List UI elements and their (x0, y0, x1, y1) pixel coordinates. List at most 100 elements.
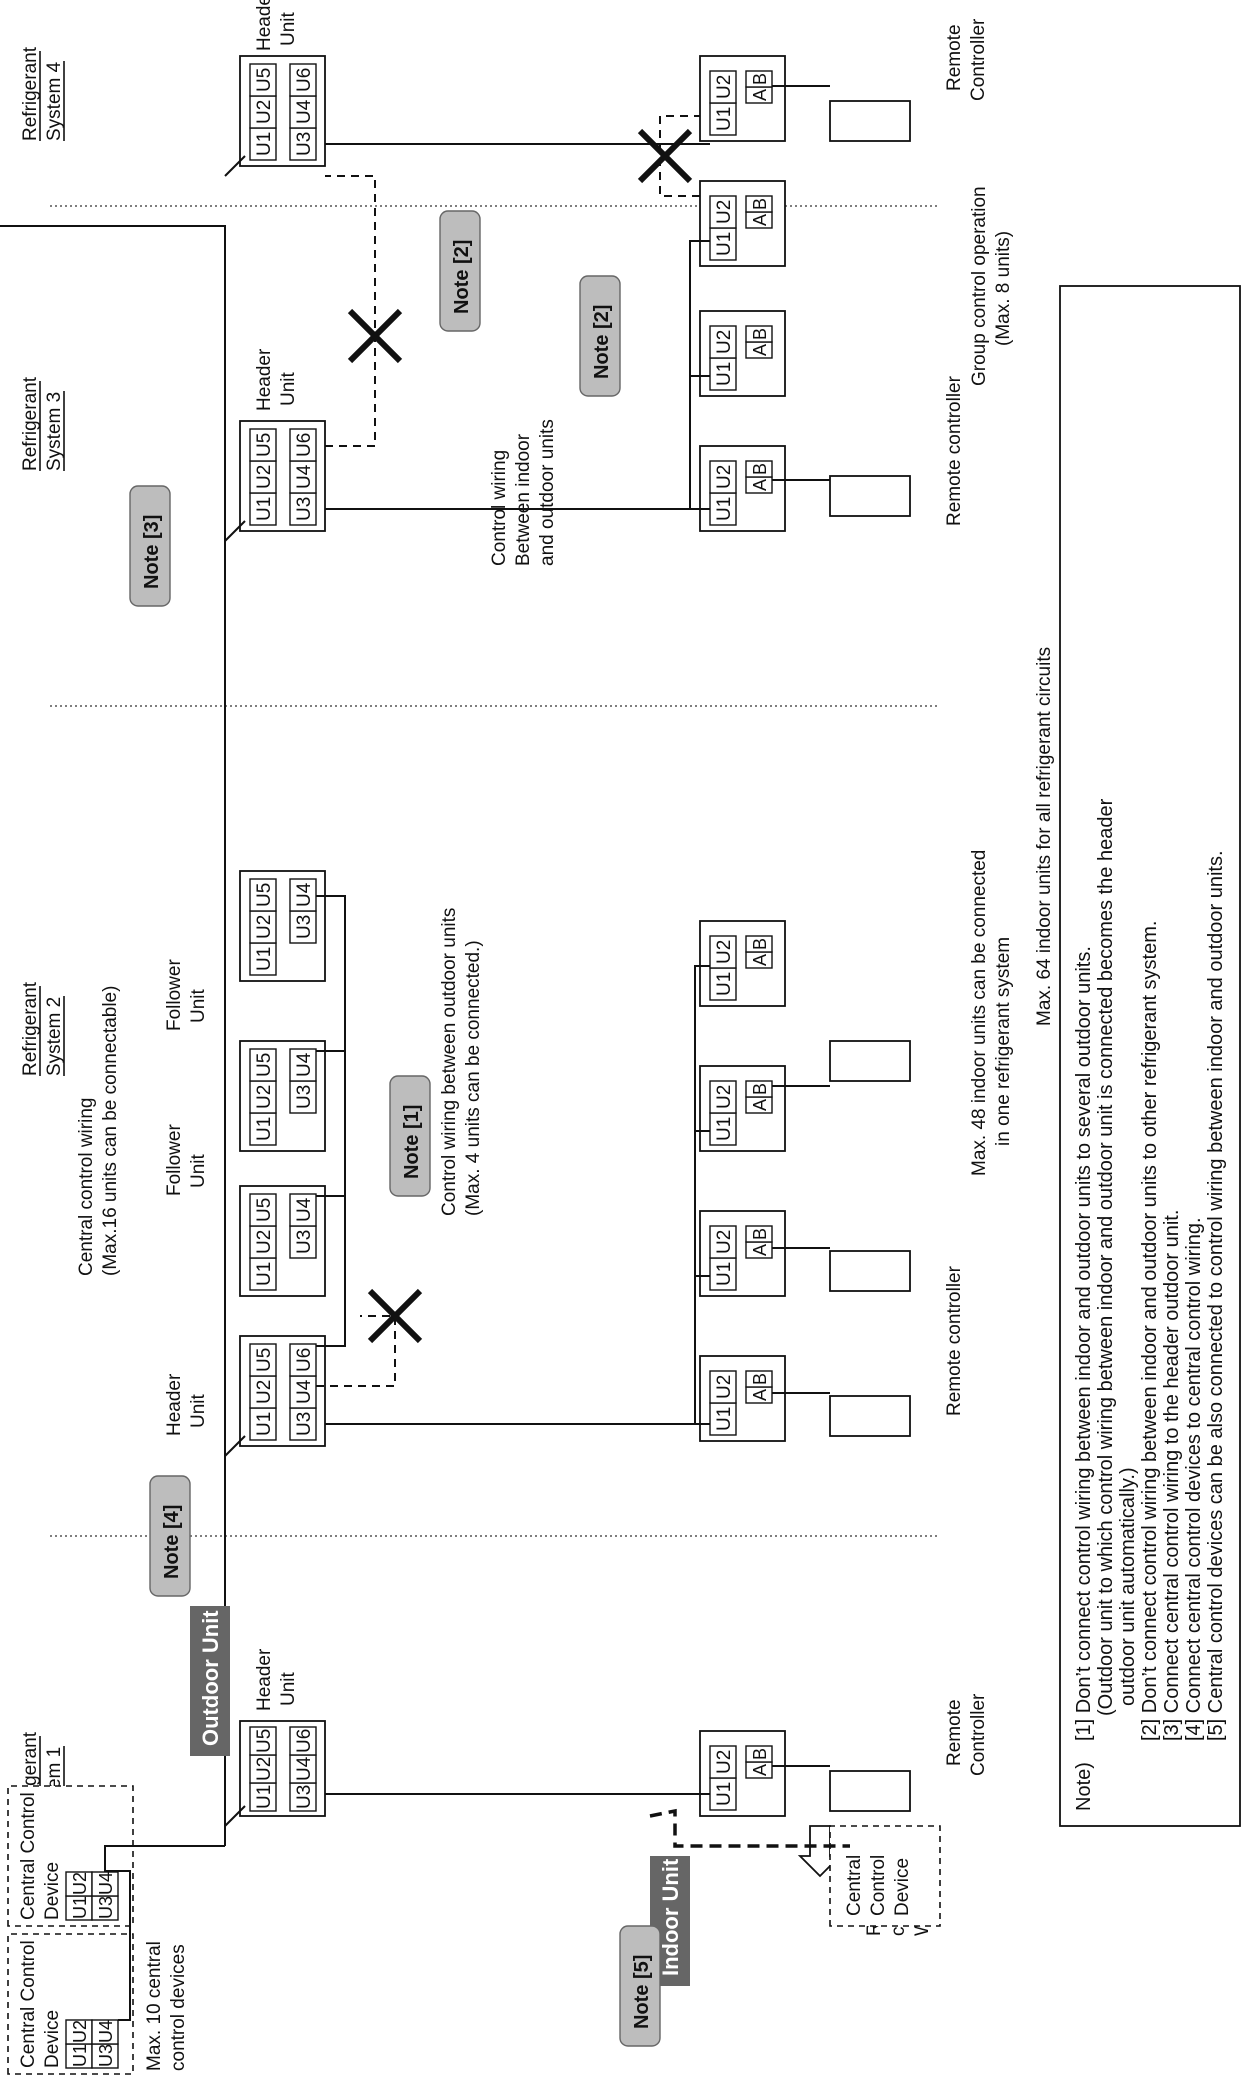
max48-caption-2: in one refrigerant system (993, 937, 1014, 1146)
f2-u4: U4 (294, 1052, 315, 1077)
s3i3-b-cell (745, 195, 773, 213)
sys1-header-label-2: Unit (278, 1671, 299, 1706)
forbidden-link-note2a (325, 175, 376, 447)
s4i1-u2: U2 (714, 75, 735, 99)
s3i2-b-cell (745, 325, 773, 343)
f3-u5: U5 (254, 883, 275, 907)
ccd-b-label-2: Device (42, 1862, 63, 1920)
sys2h-u5: U5 (254, 1348, 275, 1372)
ccd-a-label-1: Central Control (18, 1940, 39, 2068)
f2-u4-cell (289, 1048, 317, 1082)
system-4-title-line2: System 4 (44, 61, 65, 141)
system-4-title-line1: Refrigerant (20, 46, 41, 141)
s2i1-u2: U2 (714, 1375, 735, 1399)
indoor-units: U1 U2 A B (699, 1730, 786, 1817)
note-line-1: [1] Don’t connect control wiring between… (1073, 946, 1095, 1741)
sys1-remote-controller (829, 1770, 911, 1812)
sys2-header-label-1: Header (164, 1373, 185, 1436)
sys2-rc-3 (829, 1040, 911, 1082)
s2i1-u1: U1 (714, 1407, 735, 1431)
notes-label: Note) (1073, 1762, 1095, 1811)
i1-u1: U1 (714, 1782, 735, 1806)
s3i1-u2: U2 (714, 465, 735, 489)
x-mark-note1 (367, 1288, 423, 1344)
sys1-u1: U1 (254, 1785, 275, 1809)
outdoor-units-link (316, 895, 346, 1347)
system-2-title-line2: System 2 (44, 997, 65, 1076)
s4-u4: U4 (294, 99, 315, 124)
io-wiring-caption-2: Between indoor (513, 433, 534, 566)
sys3-rc-label: Remote controller (944, 375, 965, 526)
indoor-unit-badge-label: Indoor Unit (658, 1858, 683, 1976)
sys2-rc-1 (829, 1395, 911, 1437)
badges: Outdoor Unit Indoor Unit (190, 1606, 690, 1986)
sys2-indoor-bus (694, 965, 710, 1424)
s4-u5-cell (249, 63, 277, 97)
sys2-header-label-2: Unit (188, 1393, 209, 1428)
s4-header-label-2: Unit (278, 11, 299, 46)
sys2-rc-label: Remote controller (944, 1265, 965, 1416)
ccd-a-u4-cell (91, 2019, 119, 2045)
s3i2-u2-cell (709, 325, 737, 359)
central-bus-line (12, 225, 226, 1846)
x-mark-note2b (637, 128, 693, 184)
s3i2-u2: U2 (714, 330, 735, 354)
f2-label-2: Unit (188, 988, 209, 1023)
central-wiring-caption-2: (Max.16 units can be connectable) (100, 986, 121, 1276)
s3-u6-cell (289, 428, 317, 462)
system-titles: Refrigerant System 1 Refrigerant System … (20, 46, 65, 1826)
system-separators (50, 205, 940, 1537)
f2-u1: U1 (254, 1117, 275, 1141)
s2i4-b: B (750, 938, 770, 950)
sys2h-u4: U4 (294, 1379, 315, 1404)
lower-ccd-label-1: Central (844, 1855, 865, 1916)
s3i3-a: A (750, 214, 770, 226)
note-2-callout-a (439, 210, 481, 332)
s3i3-u1: U1 (714, 232, 735, 256)
sys1-header-label-1: Header (254, 1648, 275, 1711)
f1-label-2: Unit (188, 1153, 209, 1188)
sys4-indoor-units: U1 U2 A B (699, 55, 786, 142)
i1-u2: U2 (714, 1750, 735, 1774)
s2i3-a: A (750, 1099, 770, 1111)
sys1-u5-cell (249, 1726, 277, 1756)
ccd-a-u1: U1 (70, 2044, 90, 2067)
max64-caption: Max. 64 indoor units for all refrigerant… (1034, 647, 1055, 1026)
notes-box: Note) [1] Don’t connect control wiring b… (1059, 285, 1241, 1827)
system-3-title-line1: Refrigerant (20, 376, 41, 471)
s2i3-u2: U2 (714, 1085, 735, 1109)
sys3-drop (224, 520, 246, 542)
system-2-title-line1: Refrigerant (20, 981, 41, 1076)
s2i3-b: B (750, 1083, 770, 1095)
forbidden-link-note2b (659, 115, 700, 197)
lower-ccd-dashed-link (649, 1808, 850, 1848)
sys1-rc-label-2: Controller (968, 1693, 989, 1776)
f3-u1: U1 (254, 947, 275, 971)
s4i1-u1: U1 (714, 107, 735, 131)
sys4-rc-label-2: Controller (968, 18, 989, 101)
note-5-text: Note [5] (631, 1955, 653, 2029)
i1-a: A (750, 1764, 770, 1776)
remote-controllers: Remote Controller Remote Controller Remo… (772, 18, 989, 1812)
sys3-indoor-bus (689, 240, 710, 509)
s2i3-b-cell (745, 1080, 773, 1098)
s2i2-b: B (750, 1228, 770, 1240)
callouts: Note [4] Note [1] Note [3] Note [2] Note… (129, 210, 661, 2047)
s2i3-u1: U1 (714, 1117, 735, 1141)
s3-header-label-1: Header (254, 348, 275, 411)
f1-u1: U1 (254, 1262, 275, 1286)
ccd-b-u4: U4 (96, 1872, 116, 1895)
f2-u5: U5 (254, 1053, 275, 1077)
central-device-to-bus (104, 1845, 225, 1872)
lower-ccd-label-2: Control (868, 1855, 889, 1916)
s2i4-u2: U2 (714, 940, 735, 964)
central-control-devices: Central Control Device U1 U2 U3 U4 Centr… (7, 1785, 225, 2075)
sys2h-u6-cell (289, 1343, 317, 1377)
s2i3-u2-cell (709, 1080, 737, 1114)
ccd-a-u4: U4 (96, 2020, 116, 2043)
sys1-u6-cell (289, 1726, 317, 1756)
sys2h-u5-cell (249, 1343, 277, 1377)
s3i3-u2: U2 (714, 200, 735, 224)
s2i1-b-cell (745, 1370, 773, 1388)
